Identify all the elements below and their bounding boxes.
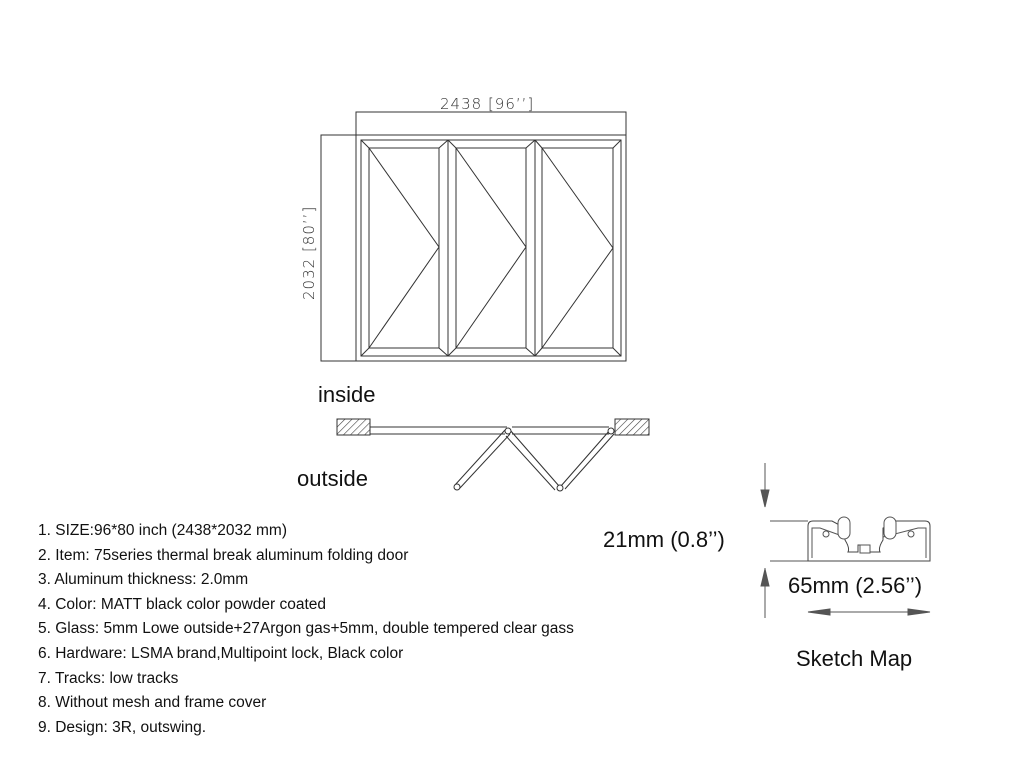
width-dimension: 2438 [96’’] <box>440 95 535 113</box>
spec-item: 7. Tracks: low tracks <box>38 669 179 687</box>
spec-item: 9. Design: 3R, outswing. <box>38 718 207 736</box>
spec-list: 1. SIZE:96*80 inch (2438*2032 mm) 2. Ite… <box>38 519 574 740</box>
spec-item: 6. Hardware: LSMA brand,Multipoint lock,… <box>38 644 404 662</box>
profile-width-dimension: 65mm (2.56’’) <box>788 573 923 598</box>
spec-item: 8. Without mesh and frame cover <box>38 694 267 712</box>
spec-item: 3. Aluminum thickness: 2.0mm <box>38 571 249 589</box>
outside-label: outside <box>297 466 368 491</box>
spec-item: 2. Item: 75series thermal break aluminum… <box>38 546 409 564</box>
sketch-map-caption: Sketch Map <box>796 646 913 671</box>
height-dimension: 2032 [80’’] <box>300 205 318 300</box>
profile-height-dimension: 21mm (0.8’’) <box>603 527 725 552</box>
plan-view <box>336 418 650 492</box>
inside-label: inside <box>318 382 376 407</box>
spec-item: 4. Color: MATT black color powder coated <box>38 595 327 613</box>
profile-section <box>760 463 931 618</box>
spec-item: 1. SIZE:96*80 inch (2438*2032 mm) <box>38 522 287 539</box>
spec-item: 5. Glass: 5mm Lowe outside+27Argon gas+5… <box>38 620 574 638</box>
